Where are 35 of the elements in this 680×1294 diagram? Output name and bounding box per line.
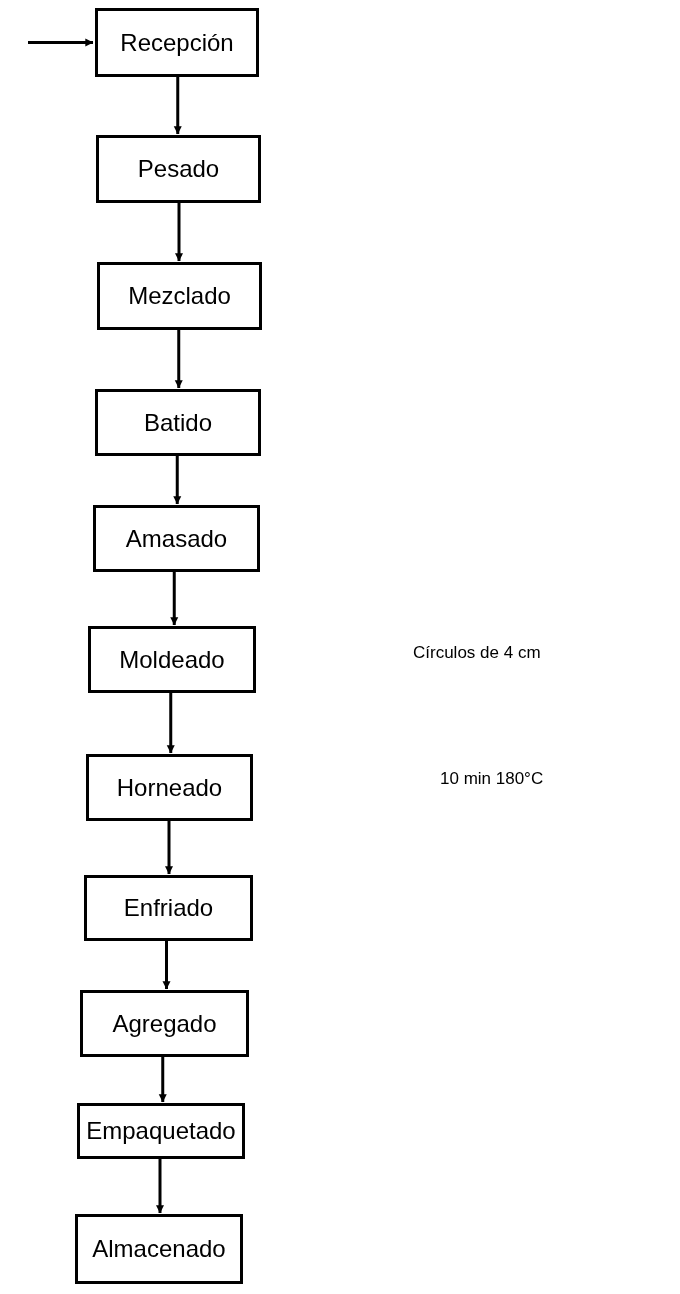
process-box <box>86 754 253 821</box>
process-box <box>88 626 256 693</box>
step-label: Agregado <box>112 1009 217 1038</box>
step-label: Horneado <box>116 773 223 802</box>
process-box <box>96 135 261 203</box>
step-label: Mezclado <box>128 282 231 310</box>
arrow <box>166 693 175 754</box>
step-label: Recepción <box>120 28 234 57</box>
arrow <box>173 77 182 135</box>
arrow <box>173 456 182 505</box>
step-label: Almacenado <box>92 1235 226 1263</box>
step-label: Pesado <box>137 155 220 183</box>
process-box <box>75 1214 243 1284</box>
arrow <box>175 203 183 262</box>
step-label: Amasado <box>125 524 228 553</box>
step-label: Batido <box>143 408 213 437</box>
arrow <box>28 38 94 47</box>
process-note: 10 min 180°C <box>440 769 544 789</box>
process-box <box>95 389 261 456</box>
arrow <box>174 330 183 389</box>
process-box <box>80 990 249 1057</box>
step-label: Moldeado <box>119 645 225 674</box>
process-box <box>84 875 253 941</box>
process-box <box>97 262 262 330</box>
process-box <box>77 1103 245 1159</box>
process-box <box>95 8 259 77</box>
arrow <box>156 1159 164 1214</box>
process-note: Círculos de 4 cm <box>413 643 541 663</box>
step-label: Enfriado <box>123 894 214 922</box>
step-label: Empaquetado <box>86 1117 236 1145</box>
arrow <box>158 1057 167 1103</box>
arrow <box>170 572 179 626</box>
process-box <box>93 505 260 572</box>
arrow <box>165 821 173 875</box>
arrow <box>162 941 171 990</box>
